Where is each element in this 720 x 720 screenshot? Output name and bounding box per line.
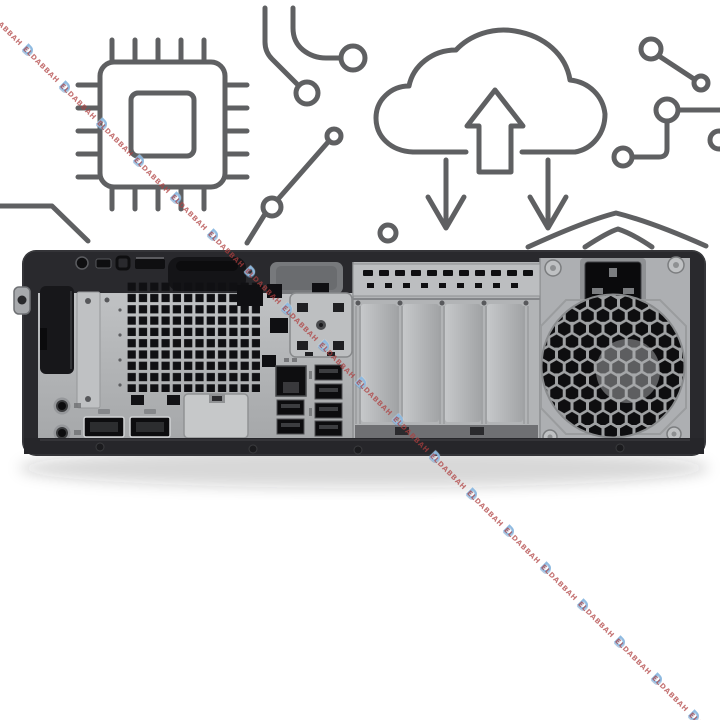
floor-shadow xyxy=(19,448,709,488)
computer-rear-photo xyxy=(13,250,709,488)
cloud-upload-icon xyxy=(373,27,608,231)
fan-hub xyxy=(596,339,660,403)
port-knockout-plate xyxy=(289,292,353,358)
usb-ports xyxy=(276,364,343,437)
down-arrow-left xyxy=(425,157,467,231)
top-vent-slot xyxy=(135,259,165,269)
down-arrow-right xyxy=(527,157,569,231)
expansion-slot-covers xyxy=(355,300,538,439)
chip-icon xyxy=(75,37,250,212)
background-line-art xyxy=(0,5,720,250)
displayport-1 xyxy=(83,409,125,438)
audio-jack-top xyxy=(75,256,89,270)
padlock-loop-side xyxy=(13,286,31,315)
perforated-vent-grid xyxy=(104,281,329,405)
circuit-trace-right xyxy=(611,36,720,169)
audio-line-in-jack xyxy=(53,424,81,442)
audio-line-out-jack xyxy=(53,397,81,415)
hex-fan-grille xyxy=(540,293,687,439)
padlock-loop-top xyxy=(115,255,131,271)
bottom-band xyxy=(24,438,704,455)
vented-slot-cover xyxy=(352,263,541,300)
blank-option-plate xyxy=(183,393,249,439)
ac-power-inlet xyxy=(580,258,646,306)
circuit-trace-top-left xyxy=(0,5,399,246)
chevron-waves xyxy=(525,210,709,250)
psu-thumbscrews xyxy=(542,256,685,445)
displayport-2 xyxy=(129,409,171,438)
kensington-lock-slot xyxy=(95,258,112,269)
rj45-ethernet-port xyxy=(275,358,307,397)
antenna-cover-bracket xyxy=(40,286,101,409)
